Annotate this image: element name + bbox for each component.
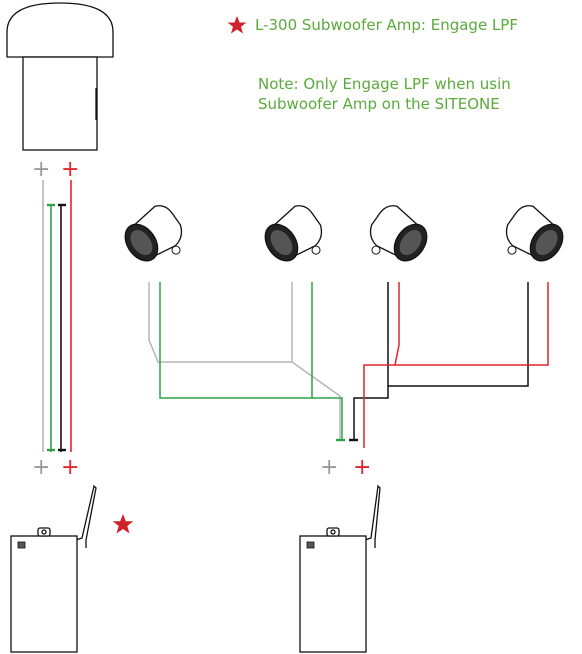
star-icon (227, 16, 247, 34)
terminal-plus: + (32, 455, 50, 480)
speaker-icon (369, 205, 428, 262)
subwoofer-icon (6, 2, 114, 151)
amplifier-icon (10, 484, 97, 653)
terminal-plus: + (320, 455, 338, 480)
amplifier-icon (299, 484, 381, 653)
terminal-plus: + (61, 157, 79, 182)
lpf-instruction: L-300 Subwoofer Amp: Engage LPF (255, 16, 518, 34)
terminal-plus: + (353, 455, 371, 480)
note-line-2: Subwoofer Amp on the SITEONE (258, 95, 500, 113)
terminal-plus: + (61, 455, 79, 480)
note-line-1: Note: Only Engage LPF when usin (258, 75, 511, 93)
star-icon (112, 514, 134, 534)
terminal-plus: + (32, 157, 50, 182)
speaker-icon (124, 205, 183, 262)
speaker-icon (264, 205, 323, 262)
speaker-icon (505, 205, 564, 262)
